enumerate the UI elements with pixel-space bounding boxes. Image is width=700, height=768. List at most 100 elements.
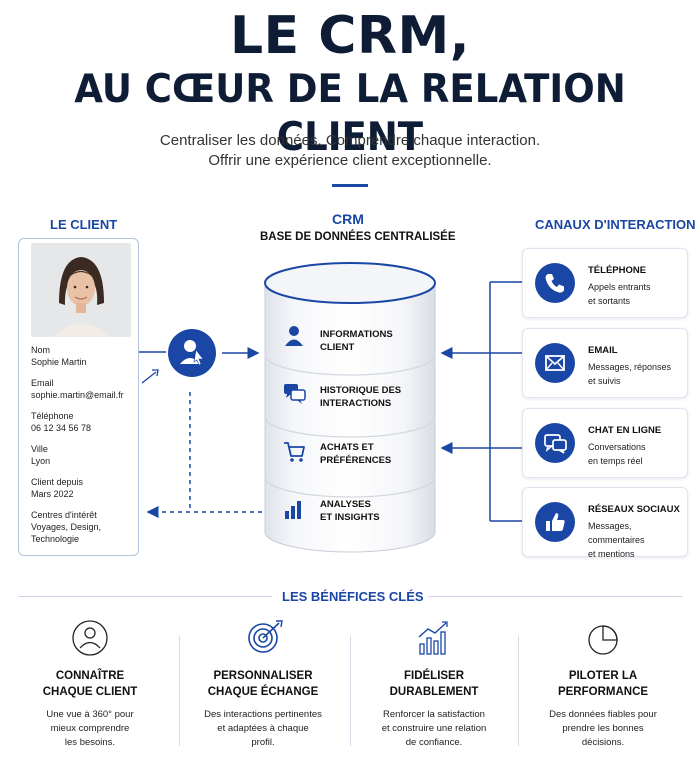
channel-desc-line2: et sortants — [588, 296, 631, 306]
field-label-interests: Centres d'intérêt — [31, 510, 97, 520]
main-title-line2: AU CŒUR DE LA RELATION CLIENT — [74, 67, 626, 160]
pointer-mark — [141, 371, 157, 384]
crm-section-history: HISTORIQUE DES INTERACTIONS — [320, 384, 430, 410]
benefit-title-line2: DURABLEMENT — [389, 686, 479, 698]
benefit-desc-line2: prendre les bonnes — [562, 723, 644, 734]
crm-section-label-line2: PRÉFÉRENCES — [320, 455, 392, 466]
benefit-desc-line3: décisions. — [581, 737, 625, 748]
crm-section-label-line1: ANALYSES — [320, 499, 371, 510]
benefit-desc-line2: mieux comprendre — [50, 723, 130, 734]
benefit-title-line1: PERSONNALISER — [213, 670, 313, 682]
channel-title: CHAT EN LIGNE — [588, 425, 662, 436]
benefit-title-line2: CHAQUE CLIENT — [42, 686, 138, 698]
channel-title: TÉLÉPHONE — [588, 265, 647, 276]
benefit-desc-line2: et adaptées à chaque — [217, 723, 309, 734]
benefits-rule-left — [18, 596, 272, 597]
field-value-email[interactable]: sophie.martin@email.fr — [31, 390, 124, 400]
phone-icon — [535, 263, 575, 303]
crm-section-label-line2: CLIENT — [320, 342, 355, 353]
channel-desc-line1: Messages, réponses — [588, 362, 672, 372]
benefit-title: FIDÉLISER DURABLEMENT — [354, 668, 514, 700]
title-divider — [332, 184, 368, 187]
crm-section-label-line1: INFORMATIONS — [320, 329, 393, 340]
field-value-interests-1: Voyages, Design, — [31, 522, 102, 532]
client-profile-icon — [168, 329, 216, 377]
benefits-rule-right — [428, 596, 682, 597]
user-icon — [285, 326, 303, 346]
benefit-title-line2: CHAQUE ÉCHANGE — [207, 686, 319, 698]
target-icon — [248, 620, 283, 653]
benefit-separator — [518, 636, 519, 746]
crm-section-purchases: ACHATS ET PRÉFÉRENCES — [320, 441, 430, 467]
field-value-name: Sophie Martin — [31, 357, 87, 367]
field-label-name: Nom — [31, 345, 51, 355]
benefit-title-line2: PERFORMANCE — [557, 686, 649, 698]
benefit-desc-line1: Une vue à 360° pour — [46, 709, 134, 720]
field-label-phone: Téléphone — [31, 411, 74, 421]
benefit-title: CONNAÎTRE CHAQUE CLIENT — [10, 668, 170, 700]
benefit-desc-line3: profil. — [251, 737, 275, 748]
channel-desc-line1: Appels entrants — [588, 282, 651, 292]
channel-description: Messages, commentaires et mentions — [588, 519, 688, 561]
benefit-title: PILOTER LA PERFORMANCE — [523, 668, 683, 700]
channel-card-social[interactable]: RÉSEAUX SOCIAUX Messages, commentaires e… — [522, 487, 688, 559]
bar-chart-icon — [285, 501, 301, 519]
channel-desc-line1: Conversations — [588, 442, 646, 452]
crm-section-label-line2: INTERACTIONS — [320, 398, 392, 409]
channel-card-email[interactable]: EMAIL Messages, réponses et suivis — [522, 328, 688, 398]
crm-heading: CRM — [332, 211, 364, 227]
benefit-desc-line3: les besoins. — [64, 737, 116, 748]
channel-description: Appels entrants et sortants — [588, 280, 688, 308]
crm-subheading: BASE DE DONNÉES CENTRALISÉE — [260, 231, 456, 243]
benefits-heading: LES BÉNÉFICES CLÉS — [282, 589, 424, 604]
benefit-separator — [350, 636, 351, 746]
cart-icon — [284, 442, 305, 462]
field-value-since: Mars 2022 — [31, 489, 74, 499]
benefit-title-line1: PILOTER LA — [568, 670, 638, 682]
person-outline-icon — [72, 620, 108, 656]
channel-desc-line2: et suivis — [588, 376, 621, 386]
subtitle-line1: Centraliser les données. Comprendre chaq… — [159, 132, 541, 149]
crm-section-label-line2: ET INSIGHTS — [320, 512, 380, 523]
channel-desc-line1: Messages, commentaires — [588, 521, 645, 545]
subtitle-line2: Offrir une expérience client exceptionne… — [208, 152, 492, 169]
channel-description: Messages, réponses et suivis — [588, 360, 688, 388]
channel-title: RÉSEAUX SOCIAUX — [588, 504, 680, 515]
field-value-phone[interactable]: 06 12 34 56 78 — [31, 423, 92, 433]
field-value-city: Lyon — [31, 456, 51, 466]
benefit-desc-line1: Des données fiables pour — [549, 709, 657, 720]
chat-icon — [535, 423, 575, 463]
pie-chart-icon — [588, 625, 618, 655]
benefit-title-line1: FIDÉLISER — [403, 670, 465, 682]
envelope-icon — [535, 343, 575, 383]
main-title-line1: LE CRM, — [230, 6, 470, 66]
thumbs-up-icon — [535, 502, 575, 542]
chat-history-icon — [284, 384, 306, 404]
crm-section-label-line1: ACHATS ET — [320, 442, 374, 453]
growth-chart-icon — [418, 621, 448, 655]
channel-card-phone[interactable]: TÉLÉPHONE Appels entrants et sortants — [522, 248, 688, 318]
channel-title: EMAIL — [588, 345, 618, 356]
benefit-description: Renforcer la satisfaction et construire … — [354, 708, 514, 750]
subtitle: Centraliser les données. Comprendre chaq… — [0, 131, 700, 171]
database-cylinder — [264, 262, 436, 553]
crm-section-analytics: ANALYSES ET INSIGHTS — [320, 498, 430, 524]
benefit-separator — [179, 636, 180, 746]
crm-section-client-info: INFORMATIONS CLIENT — [320, 328, 430, 354]
client-heading: LE CLIENT — [50, 217, 118, 232]
channel-description: Conversations en temps réel — [588, 440, 688, 468]
benefit-description: Des interactions pertinentes et adaptées… — [183, 708, 343, 750]
client-card: Nom Sophie Martin Email sophie.martin@em… — [18, 238, 139, 556]
field-value-interests-2: Technologie — [31, 534, 80, 544]
field-label-city: Ville — [31, 444, 48, 454]
channel-card-chat[interactable]: CHAT EN LIGNE Conversations en temps rée… — [522, 408, 688, 478]
channels-heading: CANAUX D'INTERACTION — [535, 217, 696, 232]
benefit-description: Des données fiables pour prendre les bon… — [523, 708, 683, 750]
benefit-description: Une vue à 360° pour mieux comprendre les… — [10, 708, 170, 750]
benefit-desc-line1: Renforcer la satisfaction — [383, 709, 485, 720]
field-label-since: Client depuis — [31, 477, 84, 487]
benefit-desc-line3: de confiance. — [405, 737, 463, 748]
field-label-email: Email — [31, 378, 54, 388]
benefit-desc-line2: et construire une relation — [381, 723, 487, 734]
